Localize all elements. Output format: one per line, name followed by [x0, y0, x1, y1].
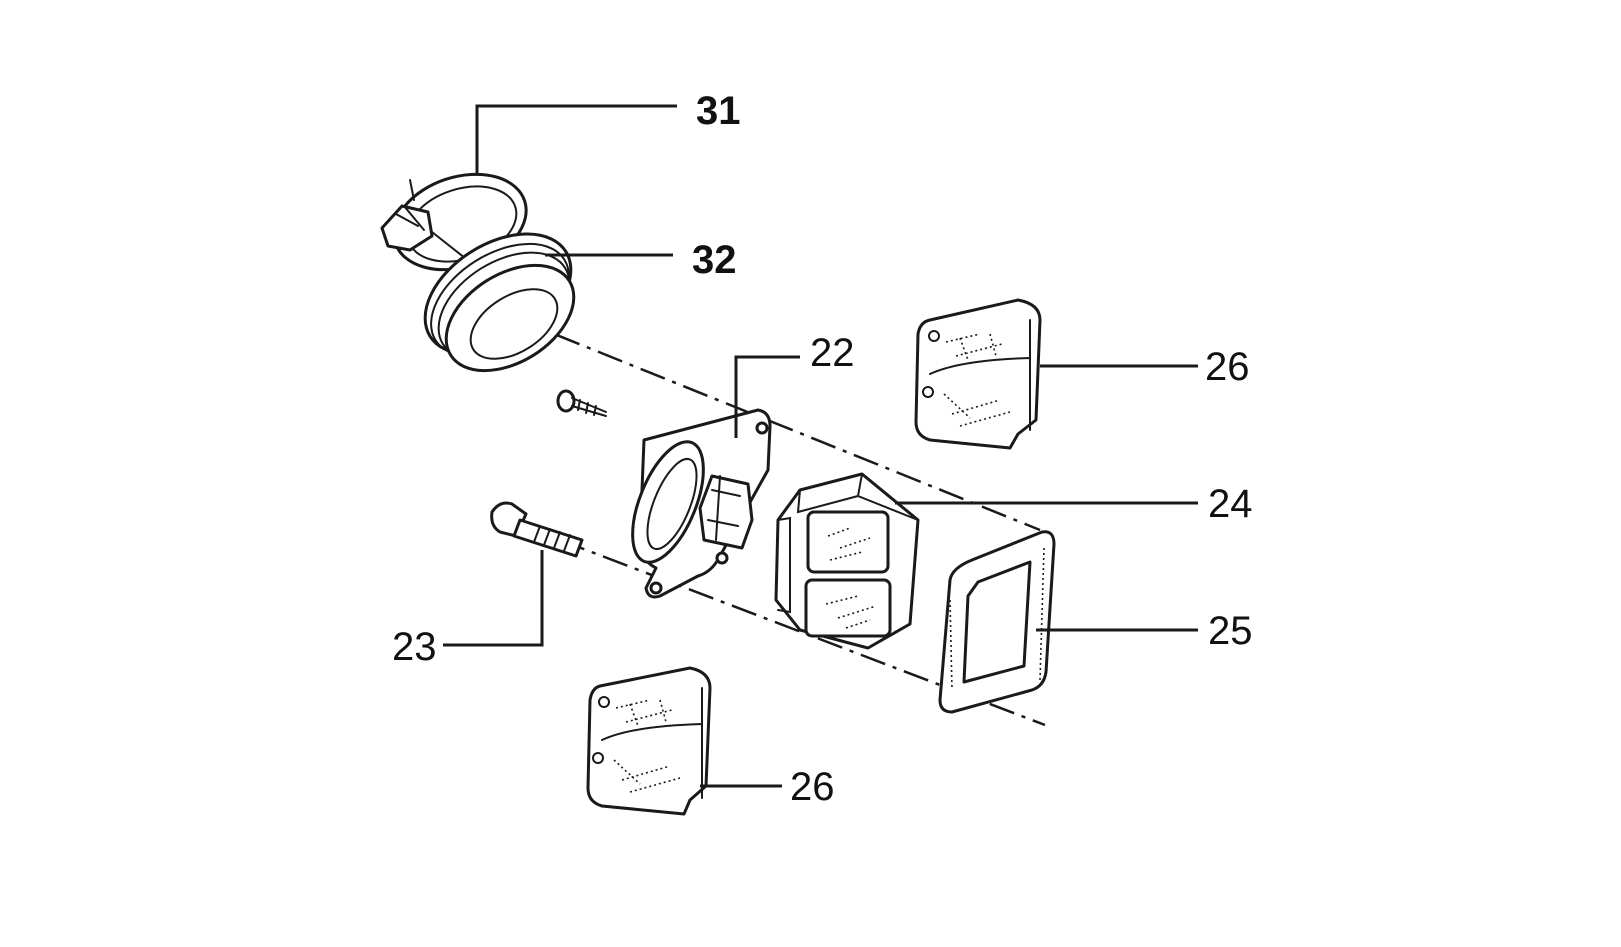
reed-block-part — [774, 472, 920, 650]
intake-sleeve-part — [423, 232, 576, 373]
label-26-top: 26 — [1205, 345, 1250, 389]
label-32: 32 — [692, 238, 737, 282]
label-31: 31 — [696, 89, 741, 133]
label-26-bottom: 26 — [790, 765, 835, 809]
label-23: 23 — [392, 625, 437, 669]
leader-23 — [443, 550, 544, 647]
leader-22 — [734, 355, 800, 438]
label-22: 22 — [810, 331, 855, 375]
reed-petal-bottom-part — [586, 666, 712, 816]
leader-31 — [475, 104, 677, 173]
bolt-part — [490, 501, 584, 558]
label-24: 24 — [1208, 482, 1253, 526]
reed-manifold-part — [631, 408, 772, 599]
gasket-part — [938, 530, 1056, 714]
label-25: 25 — [1208, 609, 1253, 653]
leader-lines — [443, 104, 1198, 788]
reed-petal-top-part — [914, 298, 1042, 450]
small-screw-part — [556, 389, 607, 417]
